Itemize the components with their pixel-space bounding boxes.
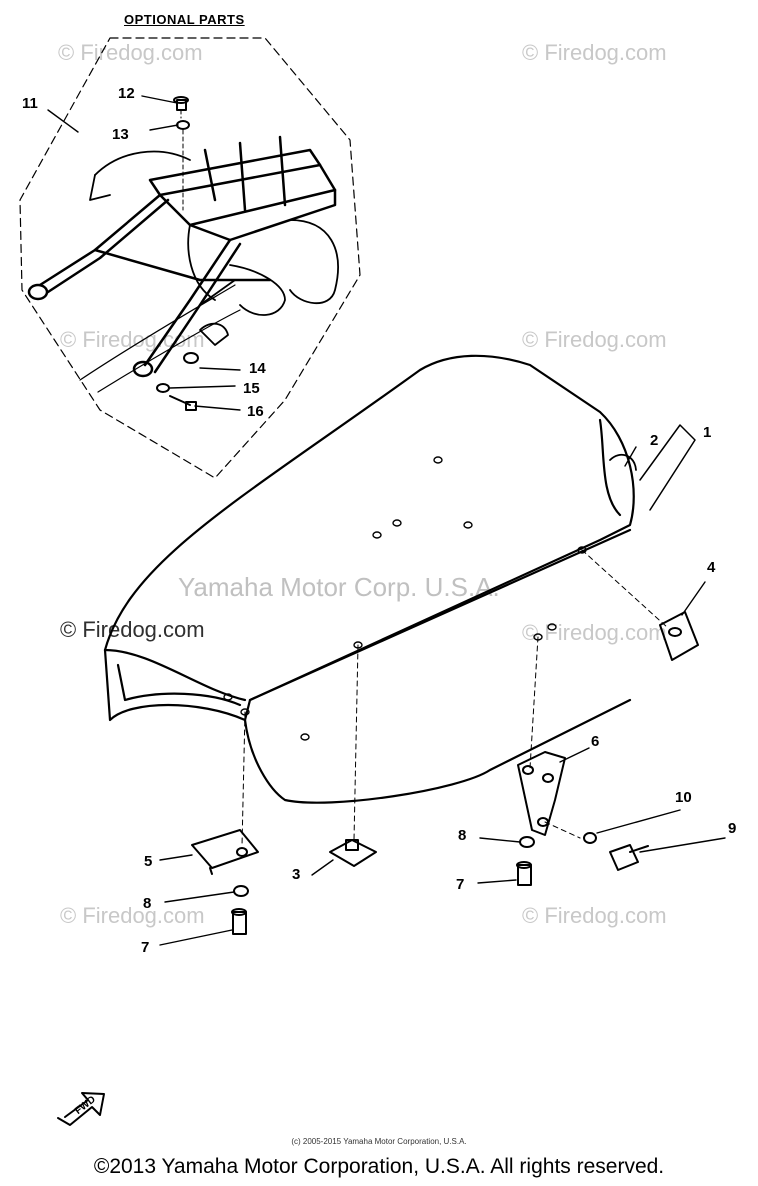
callout-7-left: 7 xyxy=(141,939,150,956)
callout-12: 12 xyxy=(118,85,135,102)
watermark-firedog-4: © Firedog.com xyxy=(522,327,667,352)
watermark-yamaha-corp: Yamaha Motor Corp. U.S.A. xyxy=(178,572,500,602)
callout-6: 6 xyxy=(591,733,600,750)
callout-leaders xyxy=(47,95,726,946)
carrier-hardware xyxy=(156,96,199,411)
callout-8-left: 8 xyxy=(143,895,152,912)
footer-copyright: ©2013 Yamaha Motor Corporation, U.S.A. A… xyxy=(93,1155,665,1178)
watermark-firedog-1: © Firedog.com xyxy=(58,40,203,65)
fwd-arrow-icon xyxy=(57,1092,105,1126)
assembly-guide-lines xyxy=(241,549,669,847)
fasteners xyxy=(231,832,649,935)
callout-5: 5 xyxy=(144,853,153,870)
carrier-rack xyxy=(27,135,337,378)
watermark-firedog-6: © Firedog.com xyxy=(522,620,667,645)
callout-9: 9 xyxy=(728,820,737,837)
watermark-firedog-2: © Firedog.com xyxy=(522,40,667,65)
callout-13: 13 xyxy=(112,126,129,143)
bracket-part6 xyxy=(517,751,566,836)
rear-fender-outline xyxy=(79,150,339,393)
seat-assembly xyxy=(103,354,637,804)
callout-4: 4 xyxy=(707,559,716,576)
callout-16: 16 xyxy=(247,403,264,420)
optional-parts-title: OPTIONAL PARTS xyxy=(124,12,245,27)
damper-block-part4 xyxy=(659,611,699,661)
callout-10: 10 xyxy=(675,789,692,806)
seat-mounting-holes xyxy=(223,456,587,741)
callout-2: 2 xyxy=(650,432,659,449)
optional-parts-boundary xyxy=(19,37,361,479)
watermark-firedog-5: © Firedog.com xyxy=(60,617,205,642)
watermark-firedog-8: © Firedog.com xyxy=(522,903,667,928)
watermark-firedog-7: © Firedog.com xyxy=(60,903,205,928)
callout-1: 1 xyxy=(703,424,712,441)
part1-bracket xyxy=(639,424,696,511)
bracket-part5 xyxy=(191,829,259,875)
nut-plate-part3 xyxy=(329,839,377,867)
callout-3: 3 xyxy=(292,866,301,883)
watermark-firedog-3: © Firedog.com xyxy=(60,327,205,352)
callout-15: 15 xyxy=(243,380,260,397)
callout-14: 14 xyxy=(249,360,266,377)
callout-7-right: 7 xyxy=(456,876,465,893)
callout-8-right: 8 xyxy=(458,827,467,844)
callout-11: 11 xyxy=(22,95,38,112)
small-copyright: (c) 2005-2015 Yamaha Motor Corporation, … xyxy=(291,1137,467,1146)
